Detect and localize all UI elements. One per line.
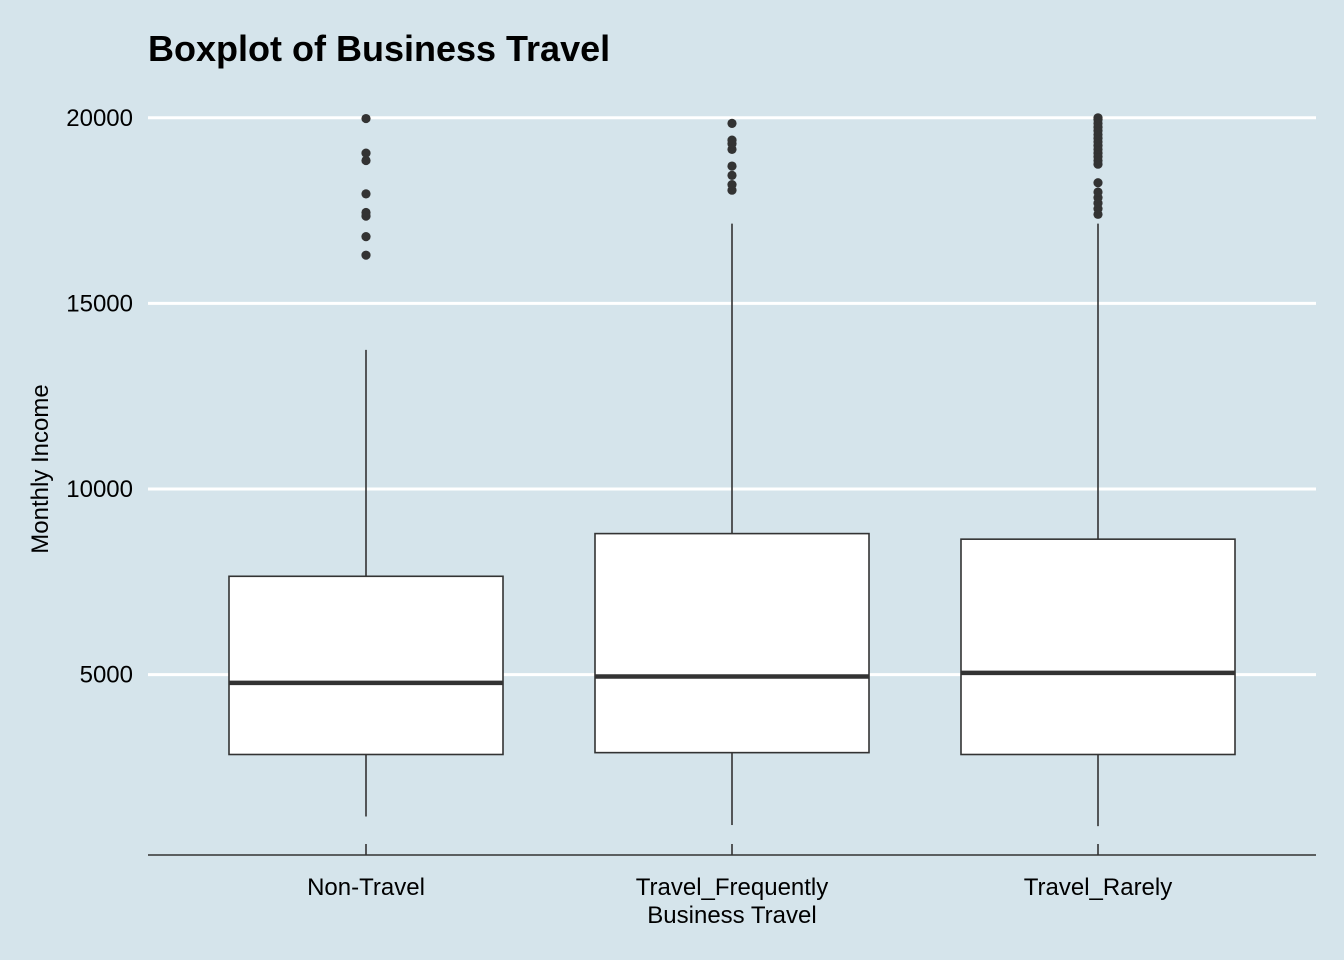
outlier-point <box>727 180 737 190</box>
box-iqr <box>960 538 1236 756</box>
outlier-point <box>361 232 371 242</box>
outlier-point <box>1093 178 1103 188</box>
box-non-travel <box>228 113 504 817</box>
outlier-point <box>361 207 371 218</box>
box-travel-frequently <box>594 118 870 826</box>
outlier-point <box>727 161 737 171</box>
outlier-point <box>361 189 371 199</box>
chart-title: Boxplot of Business Travel <box>148 28 610 69</box>
boxes-layer <box>228 113 1236 827</box>
box-iqr <box>228 575 504 756</box>
y-axis-label: Monthly Income <box>27 384 54 553</box>
outlier-point <box>727 118 737 128</box>
outlier-point <box>361 155 371 166</box>
x-tick-label: Travel_Rarely <box>1024 874 1173 901</box>
outlier-point <box>361 113 371 124</box>
box-iqr <box>594 532 870 754</box>
outlier-point <box>361 250 371 260</box>
y-tick-label: 5000 <box>80 662 133 689</box>
outlier-point <box>1093 113 1103 123</box>
x-axis-label: Business Travel <box>647 902 816 929</box>
outlier-point <box>727 170 737 180</box>
x-tick-label: Non-Travel <box>307 874 425 901</box>
outlier-point <box>727 135 737 145</box>
y-tick-label: 15000 <box>66 290 133 317</box>
outlier-point <box>361 148 371 158</box>
box-travel-rarely <box>960 113 1236 827</box>
outlier-point <box>1093 187 1103 197</box>
x-axis-ticks: Non-Travel Travel_Frequently Travel_Rarely <box>307 844 1172 901</box>
y-axis-ticks: 5000 10000 15000 20000 <box>66 105 133 689</box>
y-tick-label: 20000 <box>66 105 133 132</box>
x-tick-label: Travel_Frequently <box>636 874 829 901</box>
y-tick-label: 10000 <box>66 476 133 503</box>
